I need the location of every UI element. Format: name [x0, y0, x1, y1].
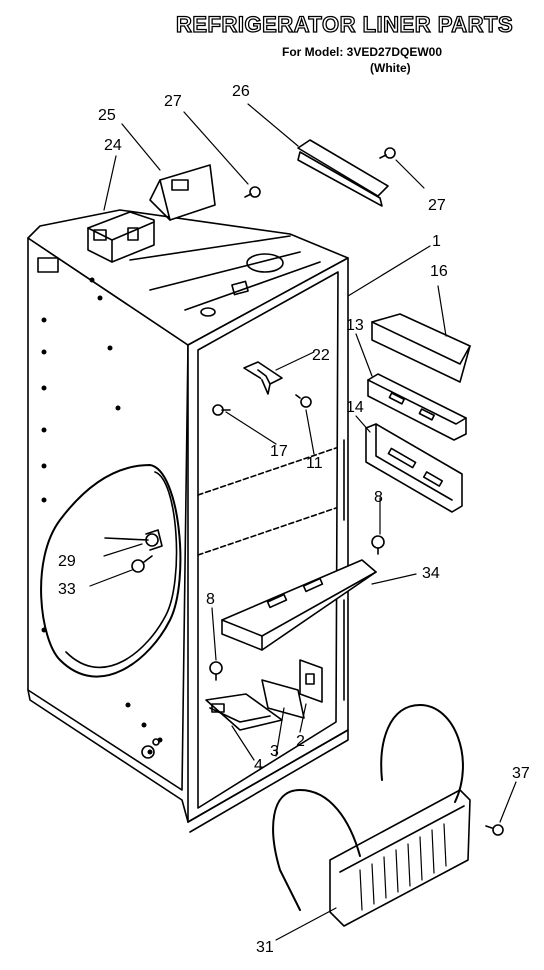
screw-27-a: [244, 186, 261, 198]
callout-24: 24: [104, 137, 122, 154]
callout-4: 4: [254, 757, 263, 774]
part-13: [367, 373, 467, 441]
callout-11: 11: [306, 455, 323, 472]
callout-14: 14: [346, 399, 364, 416]
pin-17: [212, 404, 231, 416]
color-label: (White): [370, 61, 411, 75]
callout-26: 26: [232, 83, 250, 100]
callout-17: 17: [270, 443, 288, 460]
callout-22: 22: [312, 347, 330, 364]
callout-8-left: 8: [206, 591, 215, 608]
callout-13: 13: [346, 317, 364, 334]
part-22: [243, 361, 283, 395]
model-number: For Model: 3VED27DQEW00: [282, 45, 443, 59]
screw-37: [485, 824, 504, 836]
part-29: [104, 529, 163, 551]
part-34: [221, 559, 377, 651]
screw-11: [295, 394, 312, 408]
screw-27-b: [379, 147, 396, 159]
callout-2: 2: [296, 733, 305, 750]
screw-8-a: [371, 535, 385, 555]
callout-31: 31: [256, 939, 274, 956]
callout-27-top: 27: [164, 93, 182, 110]
callout-1: 1: [432, 233, 441, 250]
part-16: [371, 313, 471, 383]
screw-8-b: [209, 661, 223, 681]
part-14: [365, 423, 463, 513]
callout-3: 3: [270, 743, 279, 760]
callout-33: 33: [58, 581, 76, 598]
callout-16: 16: [430, 263, 448, 280]
callout-8-right: 8: [374, 489, 383, 506]
part-24: [87, 211, 155, 263]
diagram-title: REFRIGERATOR LINER PARTS: [175, 11, 514, 37]
callout-25: 25: [98, 107, 116, 124]
part-31: [272, 704, 471, 927]
callout-27-right: 27: [428, 197, 446, 214]
part-33: [131, 555, 153, 573]
callout-37: 37: [512, 765, 530, 782]
part-2: [299, 659, 323, 703]
part-3: [261, 679, 305, 719]
part-26: [297, 139, 389, 207]
part-25: [149, 164, 216, 221]
callout-34: 34: [422, 565, 440, 582]
callout-29: 29: [58, 553, 76, 570]
